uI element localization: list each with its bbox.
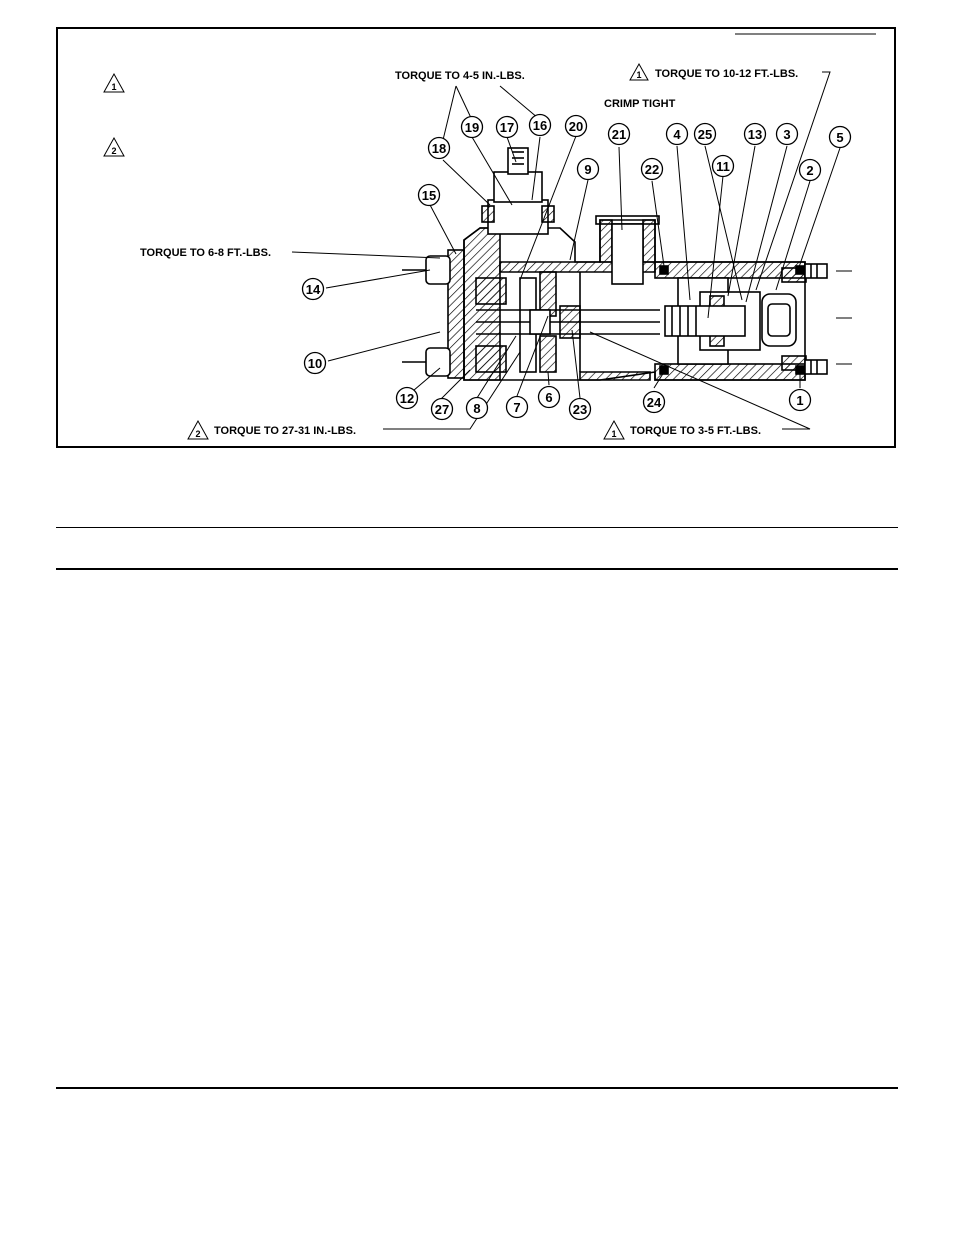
valve-assembly	[402, 147, 828, 381]
note-torque-6-8-ft-lbs: TORQUE TO 6-8 FT.-LBS.	[140, 247, 271, 259]
part-number-label: 22	[645, 162, 659, 177]
svg-text:1: 1	[636, 70, 641, 80]
part-balloon-3: 3	[775, 122, 799, 146]
part-balloon-2: 2	[798, 158, 822, 182]
part-balloon-15: 15	[417, 183, 441, 207]
part-number-label: 25	[698, 127, 712, 142]
part-number-label: 8	[473, 401, 480, 416]
svg-text:1: 1	[611, 429, 616, 439]
part-balloon-6: 6	[537, 385, 561, 409]
centerline-marks	[836, 270, 852, 365]
part-balloon-17: 17	[495, 115, 519, 139]
part-number-label: 17	[500, 120, 514, 135]
note-crimp-tight: CRIMP TIGHT	[604, 98, 676, 110]
part-balloon-23: 23	[568, 397, 592, 421]
part-number-label: 4	[673, 127, 681, 142]
part-number-label: 14	[306, 282, 321, 297]
part-balloon-11: 11	[711, 154, 735, 178]
part-balloon-13: 13	[743, 122, 767, 146]
note-torque-4-5-in-lbs: TORQUE TO 4-5 IN.-LBS.	[395, 70, 525, 82]
part-number-label: 27	[435, 402, 449, 417]
part-number-label: 20	[569, 119, 583, 134]
torque-notes: TORQUE TO 4-5 IN.-LBS. 1 TORQUE TO 10-12…	[140, 62, 798, 440]
part-number-label: 24	[647, 395, 662, 410]
part-balloon-8: 8	[465, 396, 489, 420]
part-balloon-22: 22	[640, 157, 664, 181]
table-header-top-rule	[56, 527, 898, 528]
part-balloon-1: 1	[788, 388, 812, 412]
note-torque-3-5-ft-lbs: TORQUE TO 3-5 FT.-LBS.	[630, 425, 761, 437]
legend-triangle-2: 2	[103, 136, 125, 157]
part-number-label: 2	[806, 163, 813, 178]
leader-lines	[291, 71, 841, 430]
part-balloon-24: 24	[642, 390, 666, 414]
svg-text:2: 2	[195, 429, 200, 439]
part-balloon-25: 25	[693, 122, 717, 146]
note-triangle-1-icon	[629, 62, 649, 81]
part-balloon-5: 5	[828, 125, 852, 149]
note-torque-10-12-ft-lbs: TORQUE TO 10-12 FT.-LBS.	[655, 68, 798, 80]
svg-text:1: 1	[111, 82, 116, 92]
part-number-label: 15	[422, 188, 436, 203]
part-number-label: 6	[545, 390, 552, 405]
part-number-label: 16	[533, 118, 547, 133]
part-number-label: 13	[748, 127, 762, 142]
legend-triangle-1: 1	[103, 72, 125, 93]
note-triangle-1b-icon	[603, 419, 625, 440]
part-number-label: 10	[308, 356, 322, 371]
part-number-label: 9	[584, 162, 591, 177]
part-number-label: 12	[400, 391, 414, 406]
diagram-frame	[56, 27, 896, 448]
part-balloon-4: 4	[665, 122, 689, 146]
part-number-label: 11	[716, 159, 730, 174]
part-number-label: 19	[465, 120, 479, 135]
part-number-label: 23	[573, 402, 587, 417]
part-balloon-9: 9	[576, 157, 600, 181]
table-header-bottom-rule	[56, 568, 898, 570]
part-number-label: 3	[783, 127, 790, 142]
part-balloon-14: 14	[301, 277, 325, 301]
part-number-label: 5	[836, 130, 843, 145]
part-balloon-20: 20	[564, 114, 588, 138]
part-balloon-19: 19	[460, 115, 484, 139]
part-balloon-7: 7	[505, 395, 529, 419]
part-balloon-27: 27	[430, 397, 454, 421]
part-balloon-10: 10	[303, 351, 327, 375]
part-number-label: 1	[796, 393, 803, 408]
part-balloon-12: 12	[395, 386, 419, 410]
part-number-label: 21	[612, 127, 626, 142]
part-number-label: 18	[432, 141, 446, 156]
svg-text:2: 2	[111, 146, 116, 156]
part-balloon-21: 21	[607, 122, 631, 146]
part-balloon-16: 16	[528, 113, 552, 137]
note-torque-27-31-in-lbs: TORQUE TO 27-31 IN.-LBS.	[214, 425, 356, 437]
part-number-label: 7	[513, 400, 520, 415]
table-bottom-rule	[56, 1087, 898, 1089]
note-triangle-2-icon	[187, 419, 209, 440]
part-balloon-18: 18	[427, 136, 451, 160]
